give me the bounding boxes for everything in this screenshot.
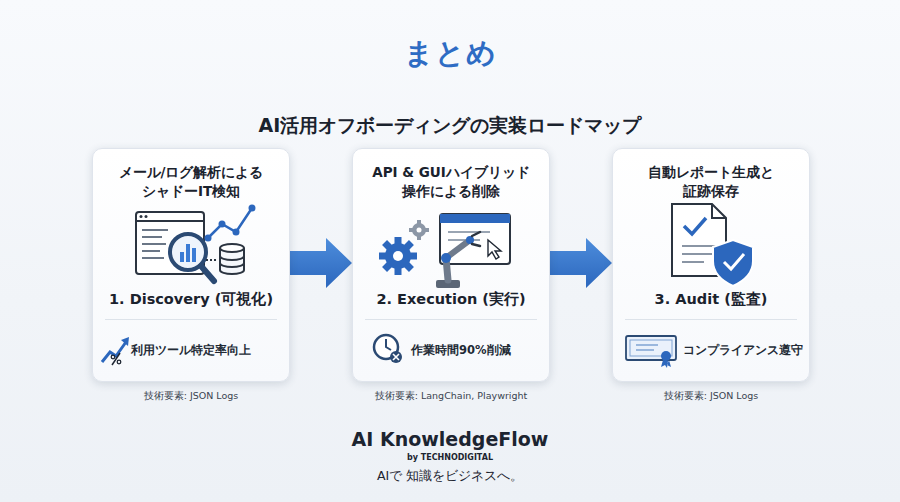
brand-name: AI KnowledgeFlow (0, 428, 900, 450)
card-heading: API & GUIハイブリッド 操作による削除 (353, 163, 549, 201)
card-divider (105, 319, 277, 320)
brand-tagline: AIで 知識をビジネスへ。 (0, 468, 900, 485)
diagram-title: まとめ (0, 34, 900, 74)
benefit-text: コンプライアンス遵守 (683, 343, 803, 358)
step-title: 3. Audit (監査) (613, 290, 809, 309)
card-heading: メール/ログ解析による シャドーIT検知 (93, 163, 289, 201)
step-card: メール/ログ解析による シャドーIT検知 1. Discovery (可視化) 利用… (92, 148, 290, 382)
step-title: 1. Discovery (可視化) (93, 290, 289, 309)
tech-note: 技術要素: LangChain, Playwright (352, 390, 550, 403)
step-card: 自動レポート生成と 証跡保存 3. Audit (監査) コンプライアンス遵守 (612, 148, 810, 382)
tech-note: 技術要素: JSON Logs (92, 390, 290, 403)
flow-arrow (290, 238, 352, 288)
tech-note: 技術要素: JSON Logs (612, 390, 810, 403)
card-heading: 自動レポート生成と 証跡保存 (613, 163, 809, 201)
step-title: 2. Execution (実行) (353, 290, 549, 309)
benefit-text: 利用ツール特定率向上 (131, 343, 251, 358)
flow-arrow (550, 238, 612, 288)
step-card: API & GUIハイブリッド 操作による削除 2. Execution (実行)… (352, 148, 550, 382)
subtitle: AI活用オフボーディングの実装ロードマップ (0, 113, 900, 139)
brand-byline: by TECHNODIGITAL (0, 453, 900, 462)
card-divider (625, 319, 797, 320)
benefit-text: 作業時間90%削減 (411, 343, 511, 358)
card-divider (365, 319, 537, 320)
